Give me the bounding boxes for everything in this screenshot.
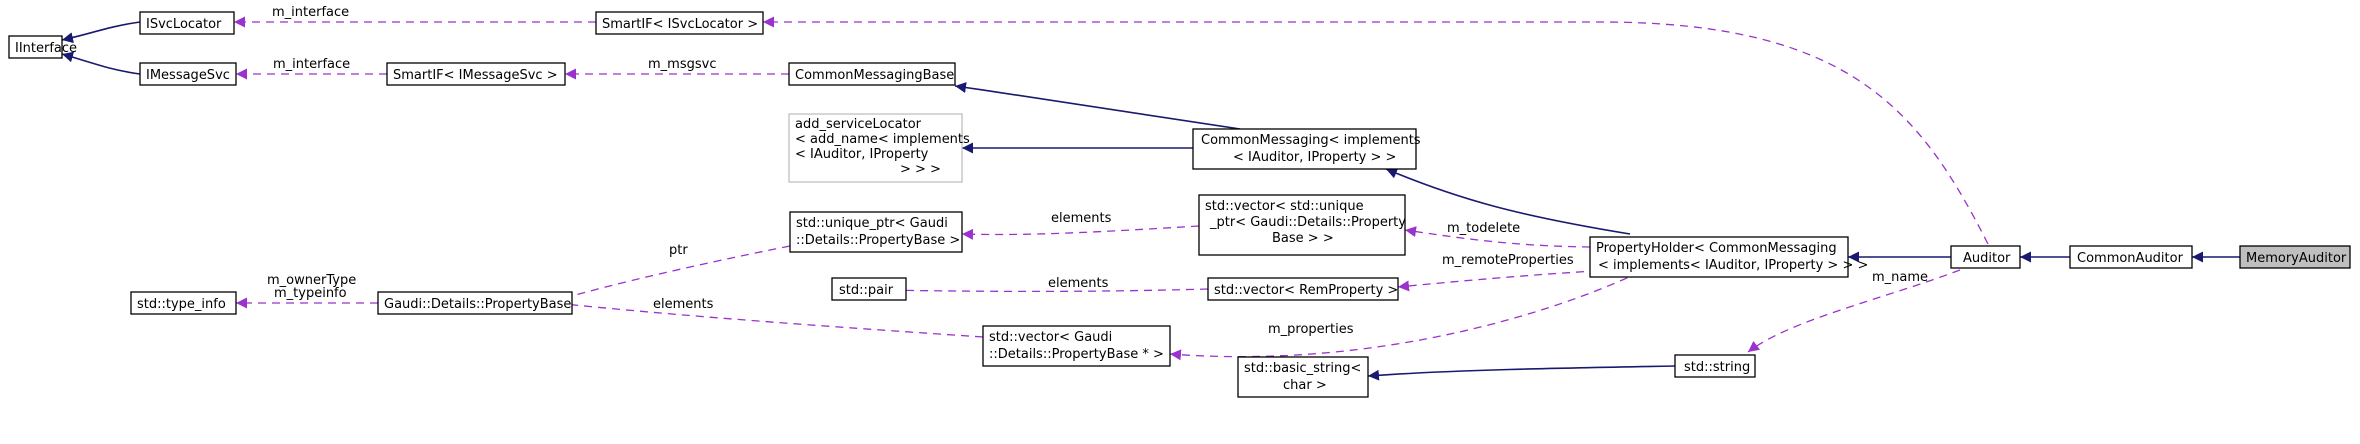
node-commonauditor[interactable]: CommonAuditor xyxy=(2069,245,2193,269)
node-label: CommonAuditor xyxy=(2077,251,2184,266)
label-m-remoteproperties: m_remoteProperties xyxy=(1442,253,1574,268)
node-label-line-1: std::basic_string< xyxy=(1244,361,1361,376)
label-ptr: ptr xyxy=(669,243,688,258)
node-label-line-2: ::Details::PropertyBase * > xyxy=(989,347,1164,362)
label-elements-vector-propbase: elements xyxy=(653,297,714,312)
node-label-line-2: ::Details::PropertyBase > xyxy=(796,233,960,248)
node-label: MemoryAuditor xyxy=(2246,251,2347,266)
node-label-line-1: std::vector< Gaudi xyxy=(989,330,1112,345)
edge-isvclocator-to-iinterface xyxy=(61,21,141,44)
node-label-line-2: char > xyxy=(1283,378,1327,393)
label-m-name: m_name xyxy=(1872,270,1928,285)
node-label-line-4: > > > xyxy=(900,162,941,177)
node-label-line-1: std::unique_ptr< Gaudi xyxy=(796,216,948,231)
node-isvclocator[interactable]: ISvcLocator xyxy=(139,11,235,35)
node-propertybase[interactable]: Gaudi::Details::PropertyBase xyxy=(377,291,573,315)
edge-propertyholder-m-remoteproperties xyxy=(1397,269,1613,292)
node-label-line-1: add_serviceLocator xyxy=(795,117,922,132)
node-basic-string[interactable]: std::basic_string< char > xyxy=(1237,356,1369,398)
node-label: std::string xyxy=(1684,360,1750,375)
edge-imessagesvc-to-iinterface xyxy=(61,51,141,75)
node-label: Auditor xyxy=(1963,251,2011,266)
node-unique-ptr[interactable]: std::unique_ptr< Gaudi ::Details::Proper… xyxy=(789,211,963,253)
node-label: IMessageSvc xyxy=(146,68,230,83)
node-iinterface[interactable]: IInterface xyxy=(8,35,77,59)
edge-propertyholder-to-commonmessaging xyxy=(1385,168,1631,235)
node-commonmessaging[interactable]: CommonMessaging< implements < IAuditor, … xyxy=(1192,128,1421,170)
edge-unique-ptr-ptr xyxy=(549,245,791,305)
node-add-servicelocator[interactable]: add_serviceLocator < add_name< implement… xyxy=(788,113,970,183)
node-label-line-1: PropertyHolder< CommonMessaging xyxy=(1596,241,1837,256)
node-propertyholder[interactable]: PropertyHolder< CommonMessaging < implem… xyxy=(1589,236,1868,278)
edge-propertyholder-m-todelete xyxy=(1404,226,1591,248)
node-auditor[interactable]: Auditor xyxy=(1950,245,2021,269)
node-label: CommonMessagingBase xyxy=(795,68,954,83)
node-label: std::pair xyxy=(839,283,894,298)
node-type-info[interactable]: std::type_info xyxy=(130,291,237,315)
label-elements-vector-remprop: elements xyxy=(1048,276,1109,291)
edge-auditor-m-psvclocator xyxy=(763,16,1989,245)
node-label-line-2: < implements< IAuditor, IProperty > > > xyxy=(1598,258,1868,273)
label-m-properties: m_properties xyxy=(1268,322,1354,337)
node-commonmessagingbase[interactable]: CommonMessagingBase xyxy=(788,62,956,86)
edge-auditor-m-name xyxy=(1747,269,1961,353)
node-vector-remproperty[interactable]: std::vector< RemProperty > xyxy=(1207,277,1399,301)
edge-string-to-basic-string xyxy=(1367,365,1676,381)
node-label-line-1: CommonMessaging< implements xyxy=(1201,133,1421,148)
usage-edges xyxy=(234,16,1989,361)
node-std-string[interactable]: std::string xyxy=(1674,354,1756,378)
node-label-line-2: _ptr< Gaudi::Details::Property xyxy=(1209,215,1406,230)
edge-vector-remprop-elements xyxy=(879,284,1209,296)
node-vector-propertybase[interactable]: std::vector< Gaudi ::Details::PropertyBa… xyxy=(982,325,1171,367)
label-m-interface-isvclocator: m_interface xyxy=(272,5,349,20)
label-elements-vector-unique: elements xyxy=(1051,211,1112,226)
node-vector-unique-ptr[interactable]: std::vector< std::unique _ptr< Gaudi::De… xyxy=(1198,194,1406,256)
node-memoryauditor[interactable]: MemoryAuditor xyxy=(2239,245,2351,269)
nodes: IInterface ISvcLocator IMessageSvc Smart… xyxy=(8,11,2351,398)
edge-vector-propbase-elements xyxy=(554,298,984,338)
label-m-todelete: m_todelete xyxy=(1447,221,1520,236)
node-label-line-2: < IAuditor, IProperty > > xyxy=(1233,150,1396,165)
node-label-line-2: < add_name< implements xyxy=(795,132,970,147)
node-label: std::type_info xyxy=(137,297,226,312)
node-std-pair[interactable]: std::pair xyxy=(831,277,907,301)
node-label: Gaudi::Details::PropertyBase xyxy=(384,297,571,312)
node-label-line-3: < IAuditor, IProperty xyxy=(795,147,929,162)
edge-labels: m_interface m_interface m_msgsvc element… xyxy=(267,5,1928,337)
node-label: std::vector< RemProperty > xyxy=(1214,283,1398,298)
node-smartif-isvclocator[interactable]: SmartIF< ISvcLocator > xyxy=(595,11,764,35)
node-label-line-3: Base > > xyxy=(1272,231,1334,246)
node-label: IInterface xyxy=(15,41,77,56)
node-label: SmartIF< IMessageSvc > xyxy=(393,68,558,83)
node-label: SmartIF< ISvcLocator > xyxy=(602,17,758,32)
node-label: ISvcLocator xyxy=(146,17,222,32)
label-m-typeinfo: m_typeinfo xyxy=(274,286,347,301)
inheritance-edges xyxy=(61,21,2240,381)
node-smartif-imessagesvc[interactable]: SmartIF< IMessageSvc > xyxy=(386,62,566,86)
edge-vector-unique-elements xyxy=(961,225,1200,240)
label-m-msgsvc: m_msgsvc xyxy=(648,57,716,72)
label-m-interface-imessagesvc: m_interface xyxy=(273,57,350,72)
edge-commonmessaging-to-commonmessagingbase xyxy=(954,82,1241,130)
node-label-line-1: std::vector< std::unique xyxy=(1205,199,1364,214)
label-m-ownertype: m_ownerType xyxy=(267,273,356,288)
node-imessagesvc[interactable]: IMessageSvc xyxy=(139,62,237,86)
